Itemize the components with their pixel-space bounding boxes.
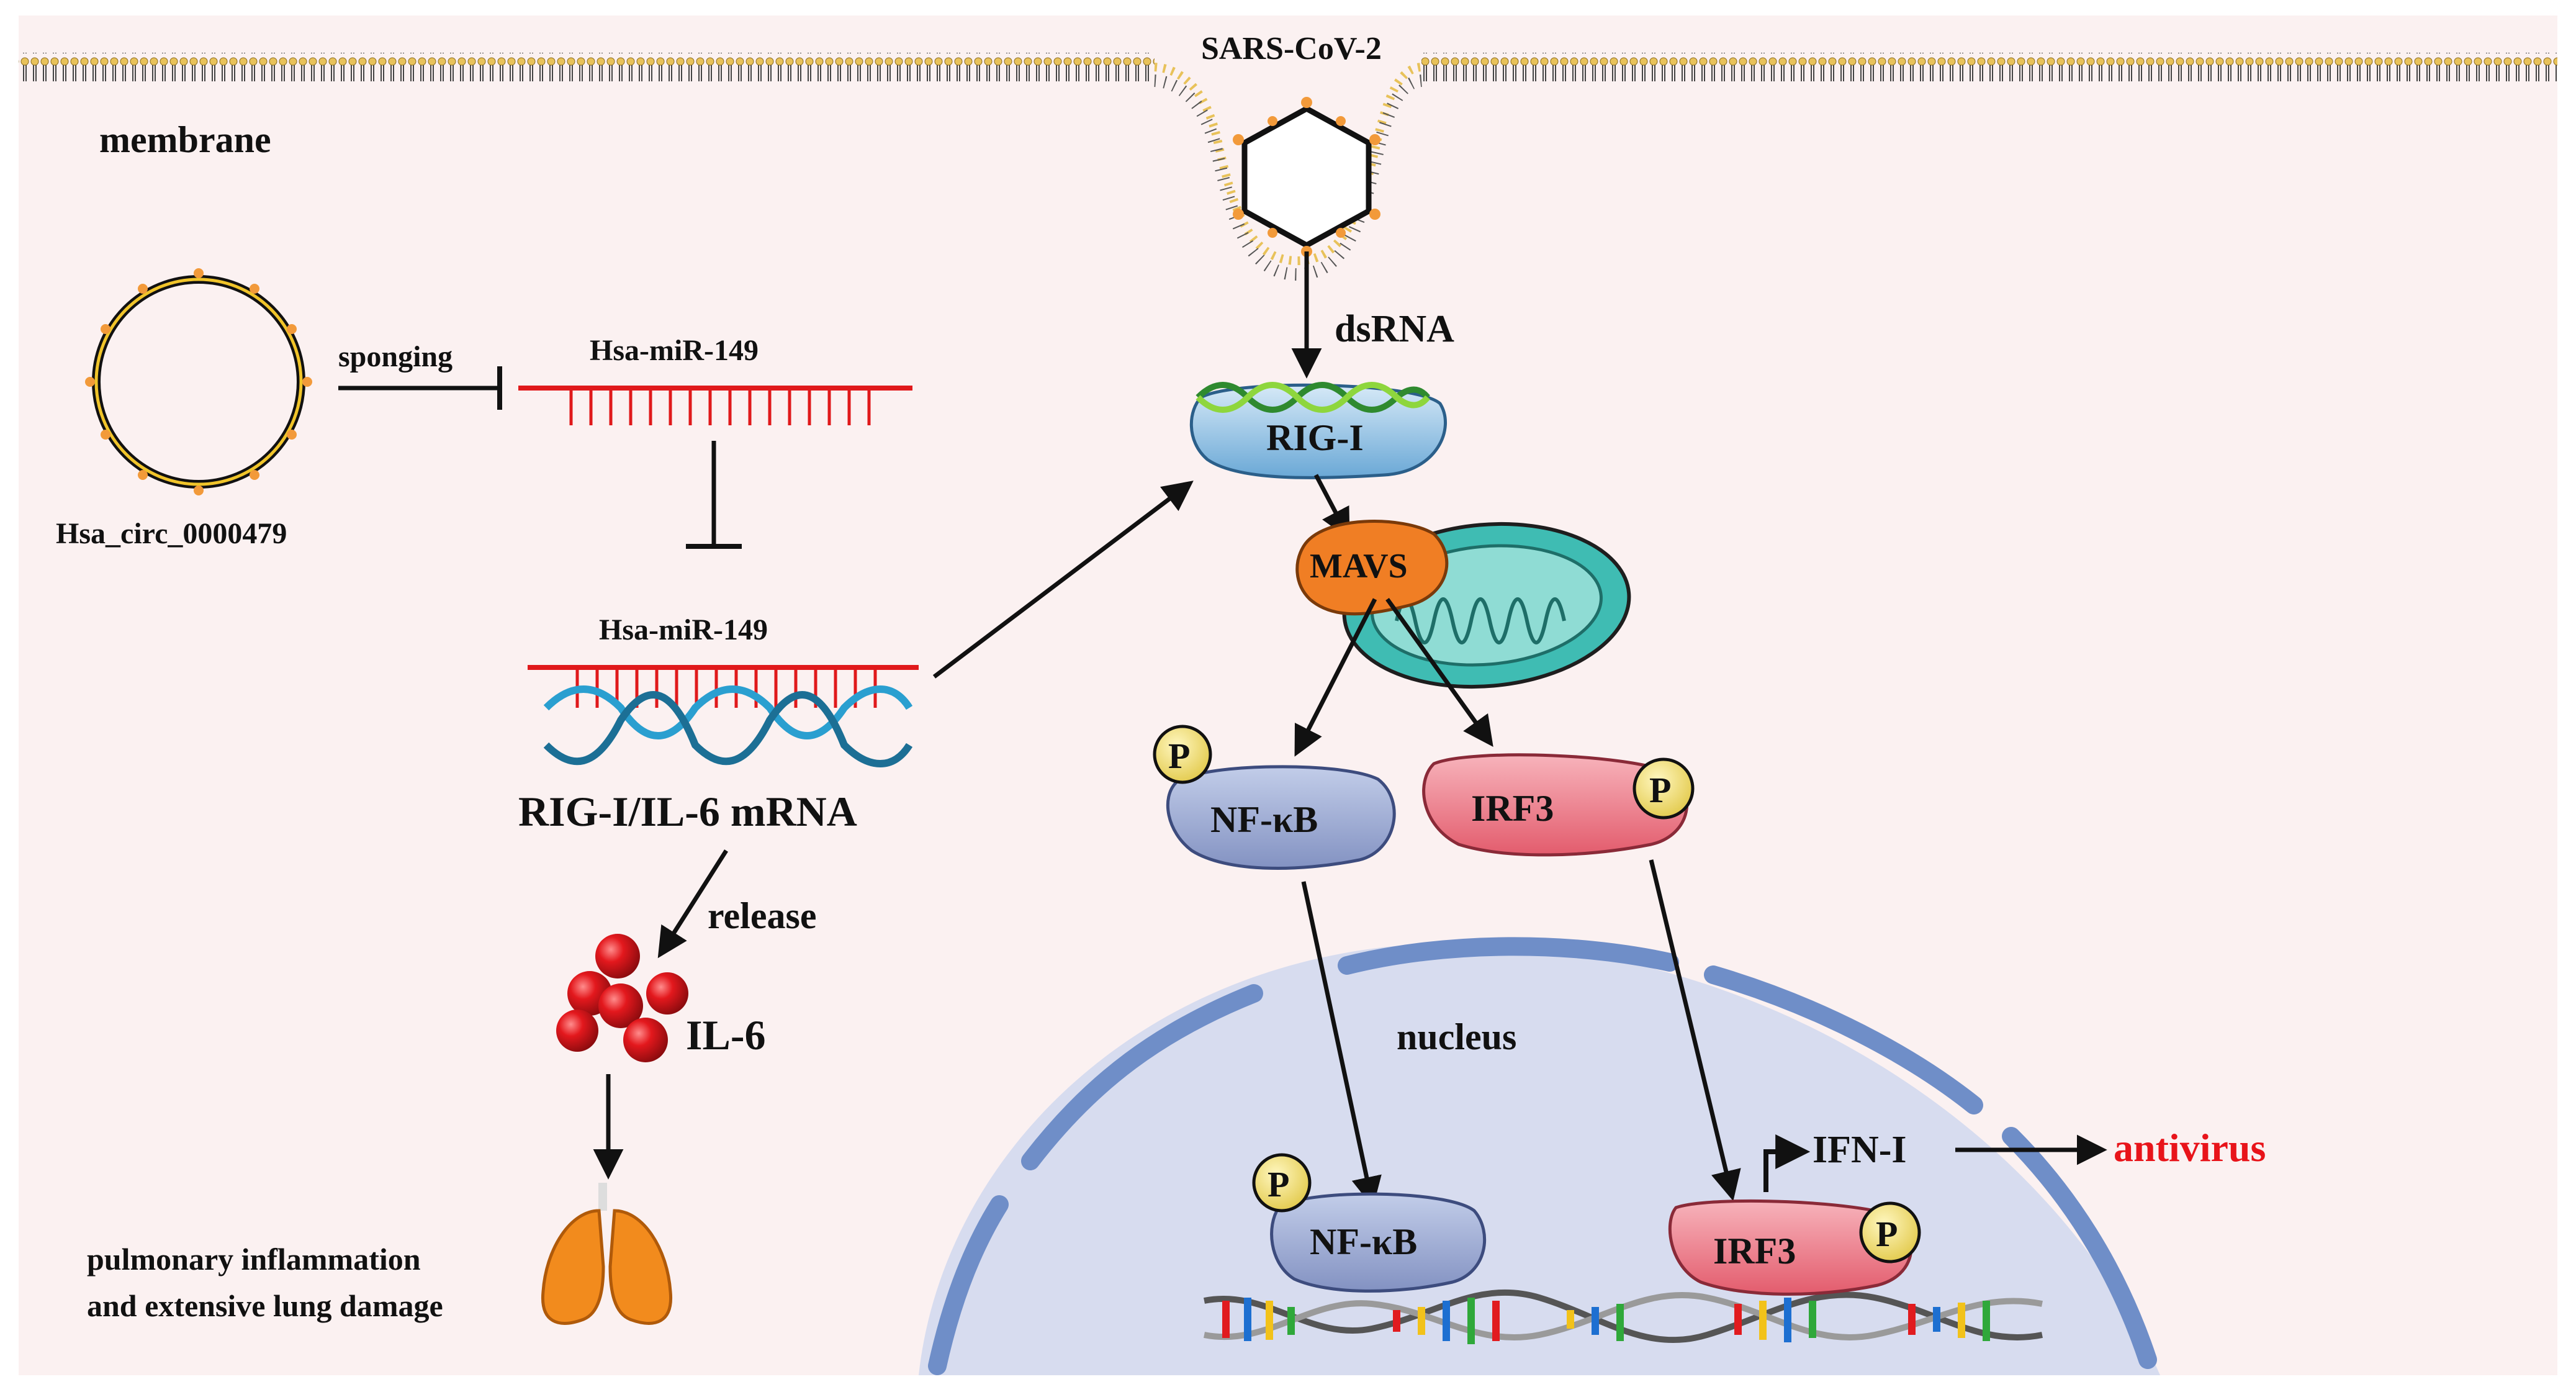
dsrna-label: dsRNA bbox=[1335, 308, 1454, 350]
mavs-label: MAVS bbox=[1310, 547, 1408, 585]
virus-label: SARS-CoV-2 bbox=[1201, 31, 1382, 66]
phospho-irf3-cytoplasm bbox=[1633, 757, 1695, 820]
il6-cluster bbox=[556, 934, 688, 1062]
lungs-icon bbox=[541, 1183, 673, 1325]
mavs-protein bbox=[1295, 520, 1449, 616]
phospho-nfkb-nucleus bbox=[1252, 1153, 1312, 1213]
nfkb-nuc-label: NF-κB bbox=[1310, 1221, 1417, 1262]
nucleus-label: nucleus bbox=[1397, 1016, 1516, 1057]
arrow-mrna-to-il6 bbox=[657, 849, 728, 959]
phospho-nfkb-cytoplasm bbox=[1153, 725, 1212, 784]
arrow-nfkb-to-nucleus bbox=[1301, 881, 1382, 1208]
irf3-cyto-label: IRF3 bbox=[1471, 788, 1554, 829]
sponging-label: sponging bbox=[338, 340, 453, 373]
il6-label: IL-6 bbox=[686, 1011, 765, 1059]
rigi-label: RIG-I bbox=[1266, 417, 1364, 458]
mirna-free bbox=[518, 386, 912, 425]
nfkb-nucleus bbox=[1252, 1153, 1487, 1293]
arrow-mavs-to-irf3 bbox=[1385, 597, 1493, 747]
cell-membrane bbox=[19, 53, 2557, 281]
mir-top-label: Hsa-miR-149 bbox=[590, 334, 759, 367]
p-label-irf3-cyto: P bbox=[1649, 770, 1671, 810]
ifn-label: IFN-I bbox=[1813, 1129, 1907, 1171]
lung-caption-line2: and extensive lung damage bbox=[87, 1288, 443, 1323]
circrna-label: Hsa_circ_0000479 bbox=[56, 517, 287, 550]
nfkb-cytoplasm bbox=[1153, 725, 1396, 870]
irf3-nuc-label: IRF3 bbox=[1713, 1231, 1796, 1272]
mrna-helix bbox=[543, 685, 913, 767]
release-label: release bbox=[708, 895, 816, 936]
phospho-irf3-nucleus bbox=[1859, 1201, 1921, 1263]
lung-caption-line1: pulmonary inflammation bbox=[87, 1242, 421, 1277]
sars-cov-2-virus bbox=[1233, 97, 1380, 257]
nfkb-cyto-label: NF-κB bbox=[1210, 799, 1318, 840]
mir-bottom-label: Hsa-miR-149 bbox=[599, 613, 768, 646]
p-label-nfkb-nuc: P bbox=[1268, 1164, 1289, 1204]
dna-helix bbox=[1204, 1289, 2043, 1344]
p-label-irf3-nuc: P bbox=[1876, 1214, 1898, 1254]
circrna bbox=[85, 268, 312, 495]
irf3-cytoplasm bbox=[1422, 753, 1695, 857]
transcription-arrow bbox=[1763, 1134, 1811, 1192]
arrow-mavs-to-nfkb bbox=[1294, 598, 1377, 757]
arrow-irf3-to-nucleus bbox=[1649, 859, 1741, 1201]
membrane-label: membrane bbox=[99, 119, 271, 160]
irf3-nucleus bbox=[1668, 1199, 1921, 1296]
arrow-mrna-to-rigi bbox=[932, 481, 1194, 679]
antivirus-label: antivirus bbox=[2114, 1126, 2266, 1170]
p-label-nfkb-cyto: P bbox=[1168, 736, 1190, 776]
rigi-protein bbox=[1189, 382, 1447, 479]
mrna-label: RIG-I/IL-6 mRNA bbox=[518, 788, 857, 835]
